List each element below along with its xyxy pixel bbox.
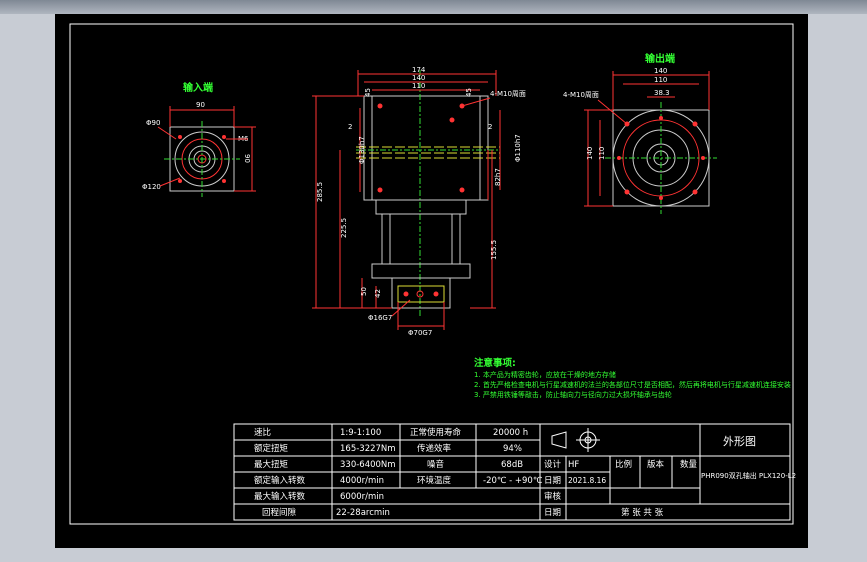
note-item-3: 3. 严禁用铁锤等敲击，防止轴向力与径向力过大损坏轴承与齿轮: [474, 391, 672, 399]
note-item-2: 2. 首先严格检查电机与行星减速机的法兰的各部位尺寸是否相配，然后再将电机与行星…: [474, 381, 791, 389]
svg-text:174: 174: [412, 66, 426, 74]
svg-text:140: 140: [412, 74, 425, 82]
svg-text:110: 110: [654, 76, 667, 84]
spec-value: 22-28arcmin: [336, 508, 390, 518]
date-label: 日期: [544, 476, 562, 486]
review-label: 审核: [544, 492, 562, 502]
spec-label: 传递效率: [417, 444, 452, 454]
notes-block: 注意事项: 1. 本产品为精密齿轮，应放在干燥的地方存储 2. 首先严格检查电机…: [474, 359, 791, 400]
svg-text:90: 90: [196, 101, 205, 109]
svg-text:140: 140: [586, 147, 594, 160]
spec-value: 165-3227Nm: [340, 444, 396, 454]
svg-text:42: 42: [374, 289, 382, 298]
title-block-grid: [539, 423, 791, 521]
version-label: 版本: [647, 460, 665, 470]
spec-label: 额定输入转数: [254, 476, 306, 486]
spec-value: 330-6400Nm: [340, 460, 396, 470]
svg-text:90: 90: [243, 154, 251, 163]
spec-table-grid: [233, 423, 541, 521]
spec-label: 正常使用寿命: [410, 428, 462, 438]
svg-text:225.5: 225.5: [340, 218, 348, 238]
input-view-title: 输入端: [183, 81, 213, 94]
projection-symbol: [551, 428, 600, 452]
cad-drawing: 输入端 90 90 Φ90 M6 Φ120: [69, 23, 794, 525]
spec-label: 环境温度: [417, 476, 452, 486]
notes-title: 注意事项:: [474, 358, 516, 369]
spec-value: 6000r/min: [340, 492, 385, 502]
svg-text:Φ120: Φ120: [142, 183, 161, 191]
svg-text:Φ110h7: Φ110h7: [514, 134, 522, 162]
svg-text:110: 110: [412, 82, 425, 90]
window-top-bar: [0, 0, 867, 14]
svg-text:Φ130h7: Φ130h7: [358, 136, 366, 164]
scale-label: 比例: [615, 460, 633, 470]
svg-text:50: 50: [360, 287, 368, 296]
spec-value: 68dB: [501, 460, 524, 470]
sheet-count: 第 张 共 张: [621, 508, 664, 518]
date-value: 2021.8.16: [568, 476, 607, 485]
svg-text:Φ70G7: Φ70G7: [408, 329, 432, 337]
output-end-view: 输出端 140 110 38.3 4-M10周面 140 110: [563, 52, 717, 214]
svg-text:38.3: 38.3: [654, 89, 670, 97]
qty-label: 数量: [680, 460, 698, 470]
svg-text:140: 140: [654, 67, 667, 75]
design-value: HF: [568, 460, 580, 470]
svg-text:4-M10周面: 4-M10周面: [490, 90, 526, 98]
note-item-1: 1. 本产品为精密齿轮，应放在干燥的地方存储: [474, 371, 616, 379]
svg-text:2: 2: [488, 123, 492, 131]
input-end-view: 输入端 90 90 Φ90 M6 Φ120: [142, 81, 256, 197]
front-section-view: 174 140 110 45 45 4-M10周面 2 2 285.5 225.…: [312, 66, 526, 337]
spec-value: -20℃ - +90℃: [483, 476, 543, 486]
spec-value: 1:9-1:100: [340, 428, 382, 438]
drawing-name: 外形图: [723, 435, 756, 448]
svg-text:45: 45: [465, 88, 473, 97]
spec-value: 20000 h: [493, 428, 529, 438]
part-code: PHR090双孔轴出 PLX120-L2: [701, 472, 797, 480]
design-label: 设计: [544, 460, 562, 470]
svg-text:45: 45: [364, 88, 372, 97]
svg-text:Φ16G7: Φ16G7: [368, 314, 392, 322]
drawing-sheet: 输入端 90 90 Φ90 M6 Φ120: [55, 14, 808, 548]
spec-value: 94%: [503, 444, 522, 454]
date2-label: 日期: [544, 508, 562, 518]
spec-label: 最大扭矩: [254, 460, 289, 470]
spec-label: 噪音: [427, 460, 445, 470]
spec-label: 额定扭矩: [254, 444, 289, 454]
sheet-border: [69, 23, 794, 525]
svg-text:155.5: 155.5: [490, 240, 498, 260]
svg-text:4-M10周面: 4-M10周面: [563, 91, 599, 99]
svg-text:2: 2: [348, 123, 352, 131]
spec-label: 回程间隙: [262, 508, 297, 518]
spec-label: 速比: [254, 428, 272, 438]
output-view-title: 输出端: [645, 52, 675, 65]
svg-text:110: 110: [598, 147, 606, 160]
svg-text:Φ90: Φ90: [146, 119, 160, 127]
spec-value: 4000r/min: [340, 476, 385, 486]
svg-text:82h7: 82h7: [494, 168, 502, 186]
spec-label: 最大输入转数: [254, 492, 306, 502]
svg-text:285.5: 285.5: [316, 182, 324, 202]
